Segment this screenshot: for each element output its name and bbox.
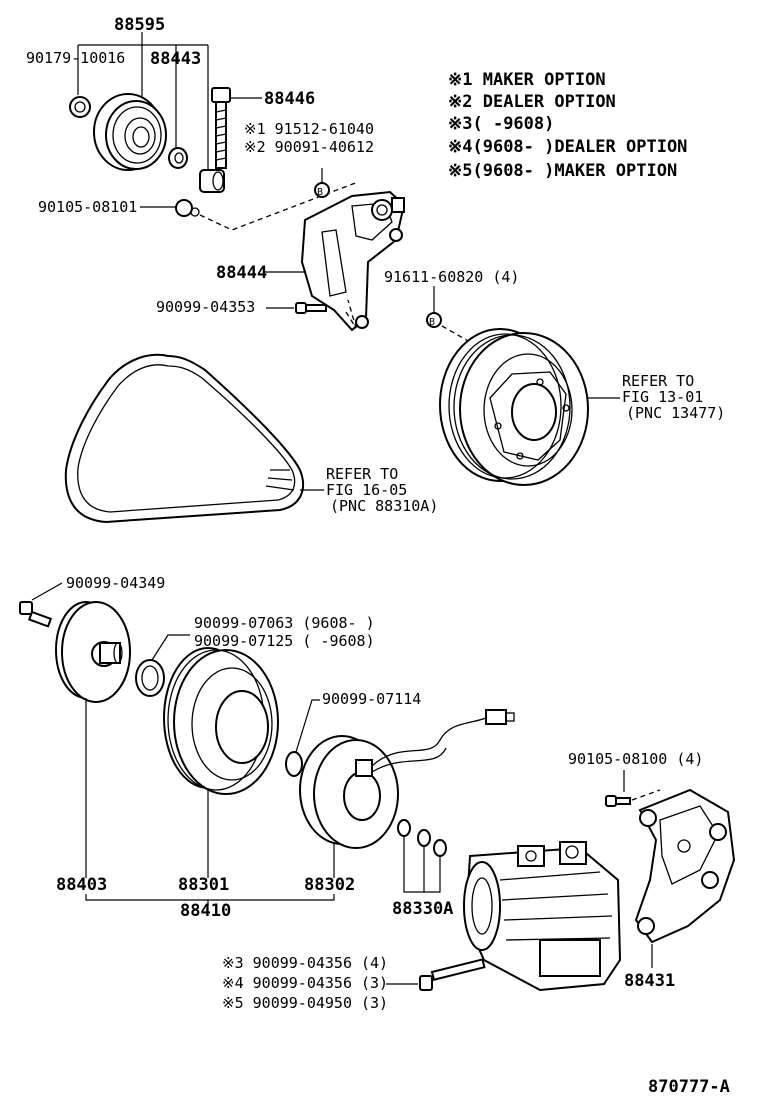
compressor-part (463, 841, 622, 992)
figure-code: 870777-A (648, 1077, 730, 1097)
v-belt-part (64, 353, 305, 524)
label-90091-40612: ※2 90091-40612 (244, 138, 374, 156)
label-90099-07114: 90099-07114 (322, 690, 421, 708)
adjusting-bolt-88446-part (211, 87, 231, 169)
refer-fig-16-05-line1: REFER TO (326, 465, 398, 483)
label-88444: 88444 (216, 263, 267, 283)
label-90099-07125: 90099-07125 ( -9608) (194, 632, 375, 650)
refer-fig-13-01-line2: FIG 13-01 (622, 388, 703, 406)
washer-88443-part (168, 147, 188, 169)
bolt-90105-08100-part (605, 795, 631, 807)
cap-nut-part (69, 96, 91, 118)
option-notes: ※1 MAKER OPTION ※2 DEALER OPTION ※3( -96… (448, 70, 687, 181)
label-90105-08101: 90105-08101 (38, 198, 137, 216)
nut-90105-08101-part (175, 199, 200, 217)
note-5: ※5(9608- )MAKER OPTION (448, 161, 677, 181)
note-1: ※1 MAKER OPTION (448, 70, 606, 90)
reference-mark-b-right: B (426, 312, 442, 328)
note-4: ※4(9608- )DEALER OPTION (448, 137, 687, 157)
label-bolt-note-4: ※4 90099-04356 (3) (222, 974, 388, 992)
label-88301: 88301 (178, 875, 229, 895)
note-3: ※3( -9608) (448, 114, 554, 134)
bracket-88444-part (300, 190, 406, 332)
refer-fig-13-01-line3: (PNC 13477) (626, 404, 725, 422)
bolt-90099-04353-part (295, 302, 327, 314)
label-88403: 88403 (56, 875, 107, 895)
label-90099-04349: 90099-04349 (66, 574, 165, 592)
label-88446: 88446 (264, 89, 315, 109)
compressor-bracket-88431-part (634, 788, 736, 944)
label-bolt-note-5: ※5 90099-04950 (3) (222, 994, 388, 1012)
label-88410: 88410 (180, 901, 231, 921)
label-88302: 88302 (304, 875, 355, 895)
label-90179-10016: 90179-10016 (26, 49, 125, 67)
idler-assembly (69, 32, 359, 231)
label-88330A: 88330A (392, 899, 453, 919)
svg-text:B: B (429, 317, 435, 328)
refer-fig-16-05-line3: (PNC 88310A) (330, 497, 438, 515)
idler-pulley-part (93, 93, 167, 171)
refer-fig-13-01-line1: REFER TO (622, 372, 694, 390)
note-2: ※2 DEALER OPTION (448, 92, 616, 112)
pressure-plate-88403-part (55, 601, 131, 703)
reference-mark-b-top: B (314, 182, 330, 198)
rotor-pulley-88301-part (163, 647, 279, 795)
label-88595: 88595 (114, 15, 165, 35)
label-91611-60820: 91611-60820 (4) (384, 268, 519, 286)
label-90099-04353: 90099-04353 (156, 298, 255, 316)
label-91512-61040: ※1 91512-61040 (244, 120, 374, 138)
label-88443: 88443 (150, 49, 201, 69)
label-90099-07063: 90099-07063 (9608- ) (194, 614, 375, 632)
compressor-bolt-part (419, 958, 486, 991)
bolt-90099-04349-part (19, 601, 53, 628)
part-labels: 88595 90179-10016 88443 88446 ※1 91512-6… (26, 15, 730, 1097)
sleeve-part (199, 169, 225, 193)
label-bolt-note-3: ※3 90099-04356 (4) (222, 954, 388, 972)
stator-88302-part (299, 709, 515, 849)
label-90105-08100: 90105-08100 (4) (568, 750, 703, 768)
refer-fig-16-05-line2: FIG 16-05 (326, 481, 407, 499)
svg-text:B: B (317, 187, 323, 198)
crankshaft-pulley-part (439, 328, 589, 486)
label-88431: 88431 (624, 971, 675, 991)
snap-ring-90099-07063-part (135, 659, 165, 697)
shims-88330A-part (397, 819, 447, 857)
snap-ring-90099-07114-part (285, 751, 303, 777)
